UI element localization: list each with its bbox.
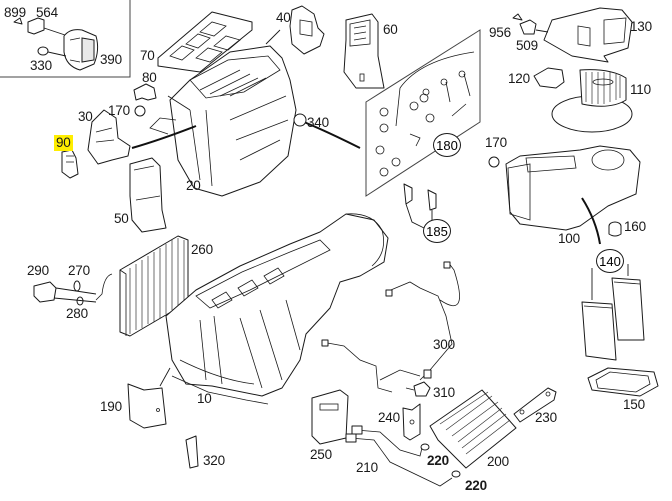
part-310-screw[interactable] — [405, 381, 431, 397]
part-509-plug[interactable] — [519, 19, 537, 35]
label-80[interactable]: 80 — [142, 70, 157, 85]
part-150-filter-frame[interactable] — [587, 367, 659, 397]
label-509[interactable]: 509 — [516, 38, 538, 53]
label-210[interactable]: 210 — [356, 460, 378, 475]
label-190[interactable]: 190 — [100, 399, 122, 414]
part-250-cover-plate[interactable] — [311, 389, 349, 445]
part-100-blower-housing[interactable] — [505, 145, 641, 231]
part-80-sensor[interactable] — [133, 83, 157, 101]
part-300-wiring-harness[interactable] — [321, 261, 460, 393]
label-40[interactable]: 40 — [276, 10, 291, 25]
part-956-pin[interactable] — [512, 13, 523, 21]
label-564[interactable]: 564 — [36, 5, 58, 20]
label-300[interactable]: 300 — [433, 337, 455, 352]
label-185-circled[interactable]: 185 — [423, 219, 451, 243]
label-20[interactable]: 20 — [186, 178, 201, 193]
part-10-housing-assembly[interactable] — [165, 213, 389, 405]
part-160-grommet[interactable] — [608, 221, 622, 237]
part-200-heater-core[interactable] — [429, 389, 517, 469]
label-50[interactable]: 50 — [114, 211, 129, 226]
part-220-orings[interactable] — [420, 443, 461, 478]
label-220-a[interactable]: 220 — [427, 453, 449, 468]
part-290-expansion-valve[interactable] — [33, 281, 57, 303]
label-956[interactable]: 956 — [489, 25, 511, 40]
part-564-connector[interactable] — [27, 17, 45, 35]
label-70[interactable]: 70 — [140, 48, 155, 63]
part-185-clips[interactable] — [403, 183, 437, 229]
part-30-actuator[interactable] — [87, 109, 131, 165]
label-100[interactable]: 100 — [558, 231, 580, 246]
part-170-grommet[interactable] — [134, 105, 146, 117]
label-340[interactable]: 340 — [307, 115, 329, 130]
part-110-blower-motor[interactable] — [551, 69, 633, 133]
part-230-strap[interactable] — [513, 387, 557, 423]
label-60[interactable]: 60 — [383, 22, 398, 37]
label-270[interactable]: 270 — [68, 263, 90, 278]
part-899-pin[interactable] — [13, 17, 23, 25]
part-60-flap-actuator[interactable] — [343, 13, 385, 89]
part-340-grommet[interactable] — [293, 113, 307, 127]
label-240[interactable]: 240 — [378, 410, 400, 425]
label-390[interactable]: 390 — [100, 52, 122, 67]
label-110[interactable]: 110 — [630, 82, 651, 97]
part-190-bracket[interactable] — [127, 383, 167, 429]
label-330[interactable]: 330 — [30, 58, 52, 73]
label-30[interactable]: 30 — [78, 109, 93, 124]
part-330-oring[interactable] — [37, 46, 49, 56]
label-120[interactable]: 120 — [508, 71, 530, 86]
part-20-housing[interactable] — [149, 45, 297, 197]
label-140-circled[interactable]: 140 — [596, 249, 624, 273]
label-170-b[interactable]: 170 — [485, 135, 507, 150]
part-210-heater-pipes[interactable] — [345, 425, 453, 487]
label-320[interactable]: 320 — [203, 453, 225, 468]
part-120-blower-regulator[interactable] — [533, 67, 565, 89]
label-10[interactable]: 10 — [197, 391, 212, 406]
part-390-motor[interactable] — [63, 29, 99, 71]
label-130[interactable]: 130 — [630, 19, 652, 34]
label-200[interactable]: 200 — [487, 454, 509, 469]
label-310[interactable]: 310 — [433, 385, 455, 400]
part-130-blower-cover[interactable] — [543, 7, 633, 63]
part-240-clamp-plate[interactable] — [402, 403, 421, 441]
inset-box — [0, 0, 131, 78]
label-170[interactable]: 170 — [108, 103, 130, 118]
label-160[interactable]: 160 — [624, 219, 646, 234]
part-140-filter-set[interactable] — [581, 264, 645, 361]
label-250[interactable]: 250 — [310, 447, 332, 462]
label-90-highlighted[interactable]: 90 — [54, 135, 73, 151]
part-320-clip[interactable] — [185, 435, 199, 469]
label-290[interactable]: 290 — [27, 263, 49, 278]
part-50-air-duct[interactable] — [129, 157, 167, 233]
part-270-seal[interactable] — [73, 280, 81, 292]
label-150[interactable]: 150 — [623, 397, 645, 412]
part-40-actuator[interactable] — [289, 5, 325, 55]
label-260[interactable]: 260 — [191, 242, 213, 257]
label-220-b[interactable]: 220 — [465, 478, 487, 493]
label-230[interactable]: 230 — [535, 410, 557, 425]
part-170-grommet-b[interactable] — [488, 156, 500, 168]
part-180-linkage-kit[interactable] — [365, 29, 481, 197]
part-70-cover-grille[interactable] — [157, 11, 253, 73]
label-180-circled[interactable]: 180 — [433, 133, 461, 157]
label-280[interactable]: 280 — [66, 306, 88, 321]
label-899[interactable]: 899 — [4, 5, 26, 20]
part-90-connector[interactable] — [61, 149, 79, 179]
